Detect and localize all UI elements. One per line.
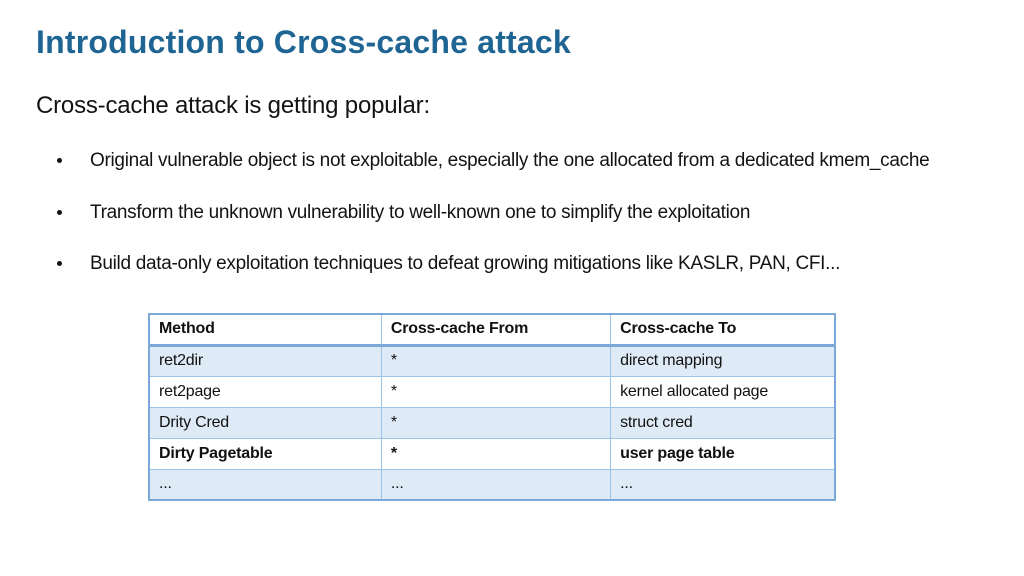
cell-to: user page table — [610, 437, 836, 470]
table-row: ret2page * kernel allocated page — [148, 375, 836, 408]
bullet-text: Build data-only exploitation techniques … — [90, 253, 841, 274]
cell-method: ... — [148, 468, 382, 501]
cell-from: * — [380, 375, 612, 408]
cell-from: * — [380, 344, 612, 377]
cross-cache-methods-table: Method Cross-cache From Cross-cache To r… — [148, 313, 836, 501]
table-row: Dirty Pagetable * user page table — [148, 437, 836, 470]
cell-method: ret2page — [148, 375, 382, 408]
column-header-cross-cache-from: Cross-cache From — [380, 313, 612, 347]
table-header-row: Method Cross-cache From Cross-cache To — [148, 313, 836, 347]
cell-from: * — [380, 437, 612, 470]
cell-method: Drity Cred — [148, 406, 382, 439]
column-header-cross-cache-to: Cross-cache To — [610, 313, 836, 347]
cell-from: * — [380, 406, 612, 439]
cell-to: struct cred — [610, 406, 836, 439]
bullet-item: Build data-only exploitation techniques … — [57, 253, 1010, 275]
bullet-icon — [57, 158, 62, 163]
bullet-text: Transform the unknown vulnerability to w… — [90, 202, 751, 223]
bullet-item: Original vulnerable object is not exploi… — [57, 150, 1010, 172]
cell-to: kernel allocated page — [610, 375, 836, 408]
cell-to: direct mapping — [610, 344, 836, 377]
table-row: Drity Cred * struct cred — [148, 406, 836, 439]
column-header-method: Method — [148, 313, 382, 347]
cell-from: ... — [380, 468, 612, 501]
cell-to: ... — [610, 468, 836, 501]
bullet-item: Transform the unknown vulnerability to w… — [57, 202, 1010, 224]
bullet-icon — [57, 261, 62, 266]
slide-subtitle: Cross-cache attack is getting popular: — [36, 92, 430, 119]
table-row: ... ... ... — [148, 468, 836, 501]
bullet-icon — [57, 210, 62, 215]
cell-method: Dirty Pagetable — [148, 437, 382, 470]
cell-method: ret2dir — [148, 344, 382, 377]
slide-title: Introduction to Cross-cache attack — [36, 24, 571, 60]
bullet-text: Original vulnerable object is not exploi… — [90, 150, 930, 171]
table-row: ret2dir * direct mapping — [148, 344, 836, 377]
